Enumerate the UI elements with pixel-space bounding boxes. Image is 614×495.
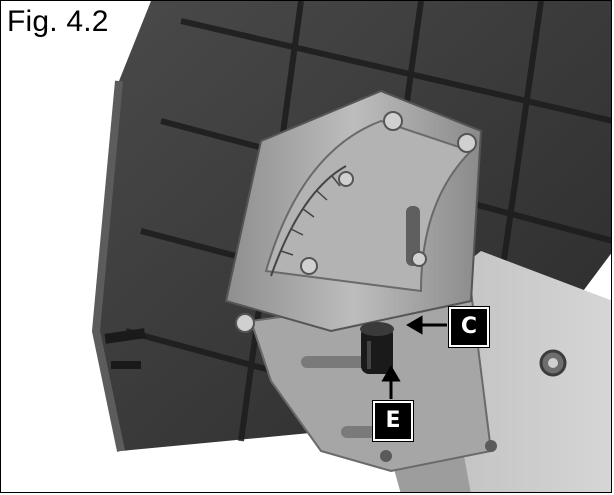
trunnion-casting [224,89,483,333]
callout-c: C [449,307,489,347]
callout-e: E [373,401,413,441]
figure-label: Fig. 4.2 [7,5,109,38]
lock-handle-knob [360,322,394,374]
callout-arrows [381,315,447,399]
